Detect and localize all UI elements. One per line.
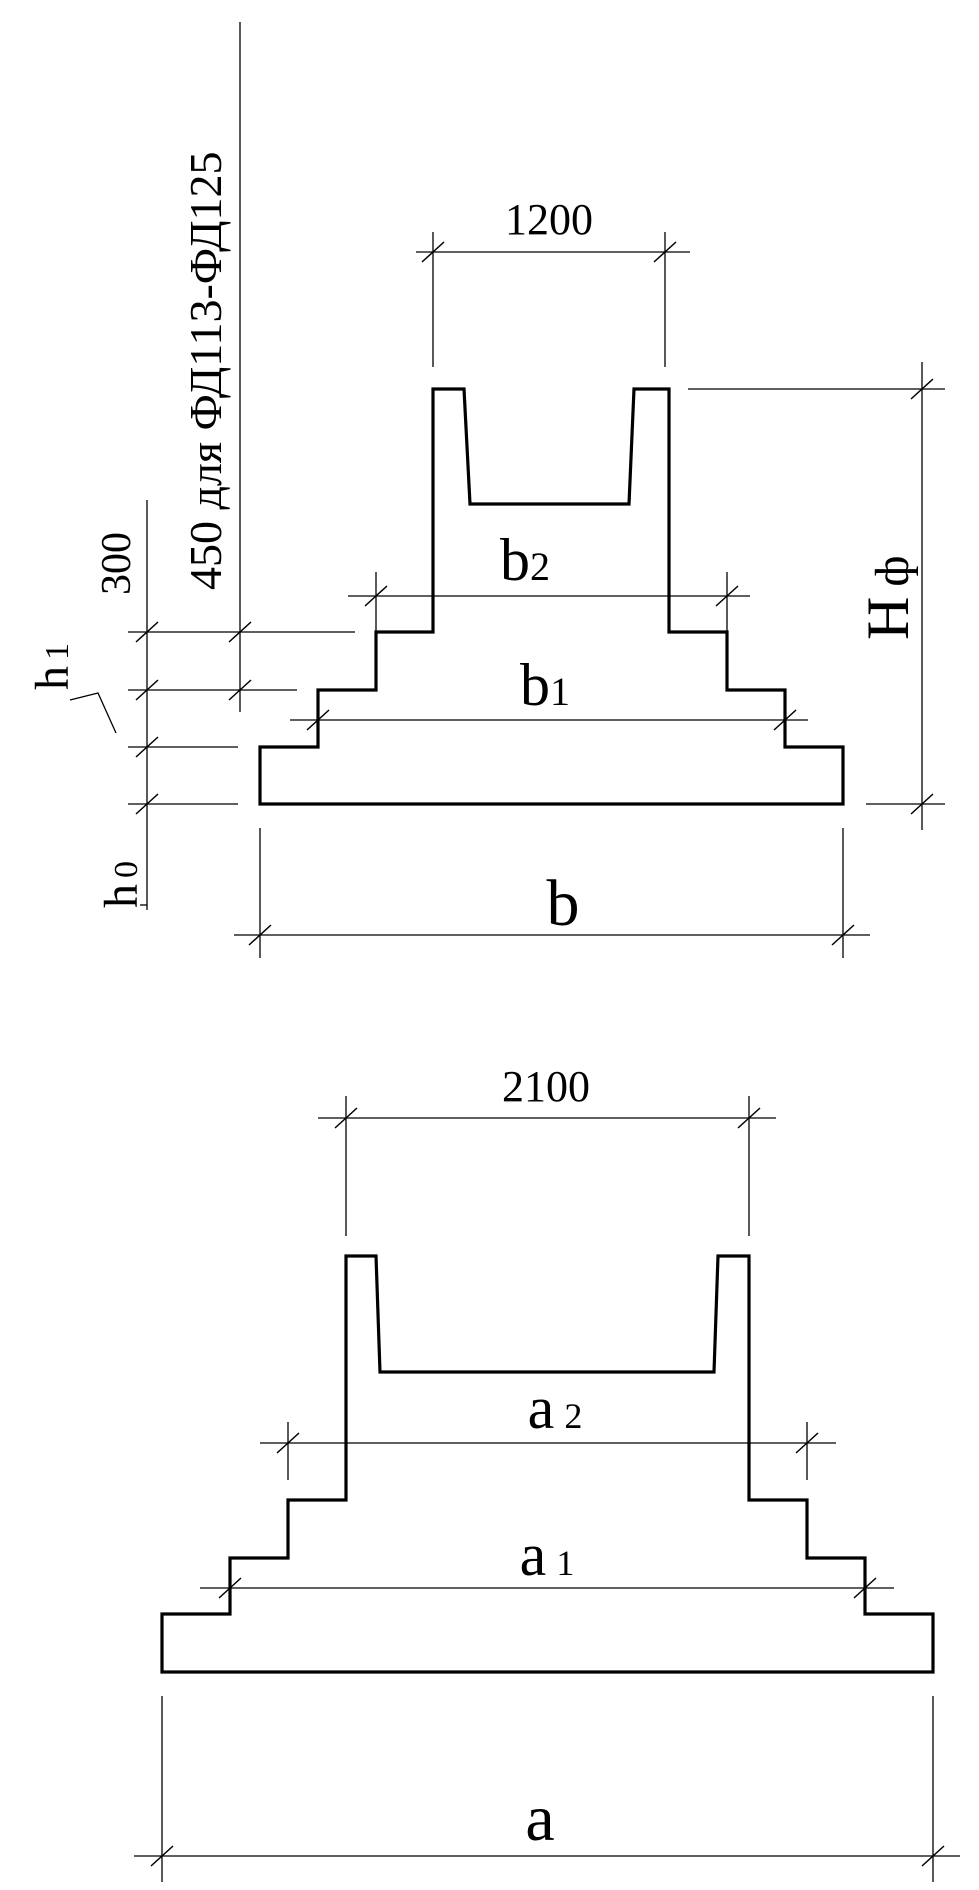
label-300: 300 bbox=[94, 532, 140, 595]
label-h1-main: h bbox=[26, 666, 79, 690]
foundation-outline-a bbox=[160, 1254, 935, 1674]
dimension-a: a bbox=[134, 1696, 960, 1882]
dimension-2100: 2100 bbox=[318, 1062, 776, 1236]
label-a2-main: a bbox=[528, 1375, 555, 1441]
label-hf: Hф bbox=[855, 556, 921, 640]
label-b1: b1 bbox=[520, 652, 570, 718]
label-a1-main: a bbox=[520, 1522, 547, 1588]
dimension-left-chain: 300 h1 h0 bbox=[26, 500, 355, 910]
section-b: 1200 b2 b1 b bbox=[26, 22, 945, 958]
label-b2: b2 bbox=[500, 527, 550, 593]
label-b: b bbox=[547, 867, 580, 940]
dimension-b: b bbox=[234, 828, 870, 958]
label-h0-main: h bbox=[95, 884, 148, 908]
label-a2-sub: 2 bbox=[564, 1396, 582, 1436]
label-hf-sub: ф bbox=[866, 556, 919, 587]
dimension-b1: b1 bbox=[290, 652, 808, 747]
dimension-1200-label: 1200 bbox=[505, 195, 593, 244]
label-a1-sub: 1 bbox=[556, 1543, 574, 1583]
label-h0: h0 bbox=[95, 861, 148, 908]
label-h1-sub: 1 bbox=[39, 643, 76, 660]
dimension-450-chain: 450 для ФД113-ФД125 bbox=[180, 22, 252, 712]
dimension-2100-label: 2100 bbox=[502, 1062, 590, 1111]
label-b2-sub: 2 bbox=[530, 544, 550, 589]
dimension-1200: 1200 bbox=[416, 195, 690, 367]
label-a: a bbox=[525, 1782, 554, 1855]
label-b1-sub: 1 bbox=[550, 669, 570, 714]
leader-h1 bbox=[69, 692, 117, 734]
dimension-b2: b2 bbox=[348, 527, 750, 632]
dimension-hf: Hф bbox=[688, 362, 945, 830]
label-h0-sub: 0 bbox=[108, 861, 145, 878]
label-hf-main: H bbox=[855, 597, 921, 640]
label-b2-main: b bbox=[500, 527, 530, 593]
label-450-note: 450 для ФД113-ФД125 bbox=[180, 152, 231, 590]
label-b1-main: b bbox=[520, 652, 550, 718]
label-h1: h1 bbox=[26, 643, 79, 690]
